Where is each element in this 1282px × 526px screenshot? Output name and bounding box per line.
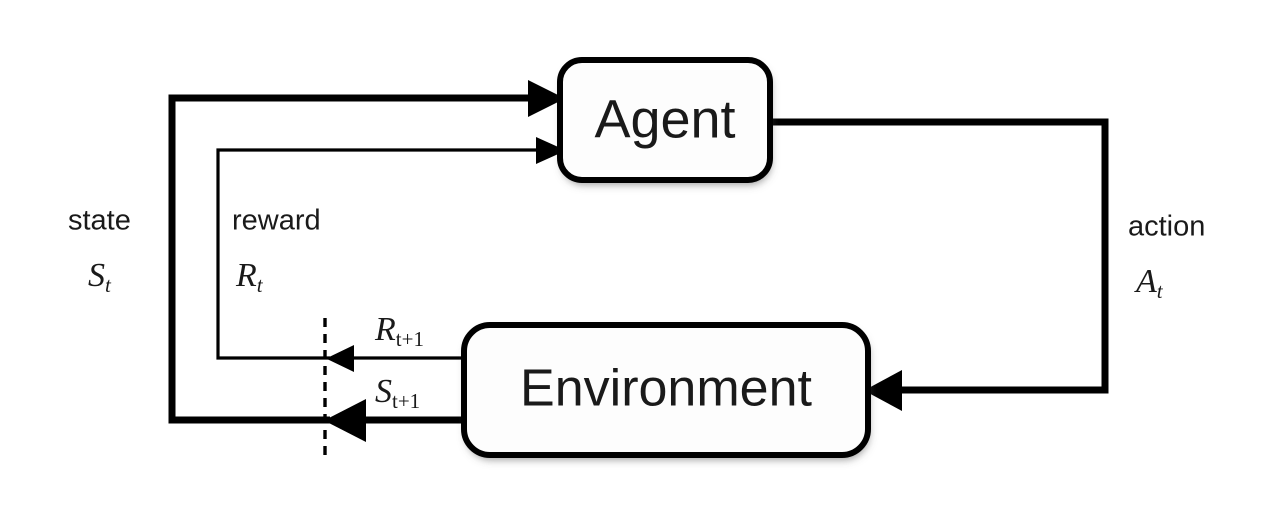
agent-box-fill [560, 60, 770, 180]
edge-state-to-agent [168, 80, 565, 424]
reward-symbol-base: R [235, 257, 257, 294]
next-state-symbol-base: S [375, 373, 392, 410]
reward-symbol-label: Rt [235, 257, 264, 297]
next-state-symbol-subscript: t+1 [392, 389, 420, 413]
agent-box-outline [557, 57, 773, 183]
state-word-label: state [68, 205, 131, 237]
reward-edge-arrowhead [536, 137, 566, 164]
next-reward-symbol-subscript: t+1 [396, 327, 424, 351]
reward-edge-line [216, 148, 538, 360]
reward-symbol-subscript: t [257, 273, 264, 297]
next-state-edge-arrowhead [324, 399, 366, 442]
next-state-symbol-label: St+1 [375, 373, 420, 413]
edge-next-reward-out [326, 345, 466, 372]
action-symbol-subscript: t [1157, 279, 1164, 303]
action-edge-line [770, 118, 1109, 394]
state-symbol-base: S [88, 257, 105, 294]
next-reward-symbol-base: R [374, 311, 396, 348]
state-edge-line [168, 94, 530, 424]
state-edge-arrowhead [528, 80, 565, 117]
environment-box-outline [461, 322, 871, 458]
reward-word-label: reward [232, 205, 321, 237]
state-symbol-label: St [88, 257, 112, 297]
edge-action-to-environment [770, 118, 1109, 411]
next-reward-edge-arrowhead [326, 345, 354, 372]
action-word-label: action [1128, 211, 1205, 243]
action-symbol-base: A [1134, 263, 1157, 300]
action-symbol-label: At [1134, 263, 1164, 303]
node-environment[interactable]: Environment [461, 322, 871, 458]
next-reward-symbol-label: Rt+1 [374, 311, 424, 351]
node-agent[interactable]: Agent [557, 57, 773, 183]
environment-label: Environment [520, 360, 812, 418]
agent-label: Agent [594, 89, 735, 149]
state-symbol-subscript: t [105, 273, 112, 297]
environment-box-fill [464, 325, 868, 455]
edge-next-state-out [324, 399, 466, 442]
action-edge-arrowhead [864, 370, 902, 411]
edge-reward-to-agent [216, 137, 566, 360]
